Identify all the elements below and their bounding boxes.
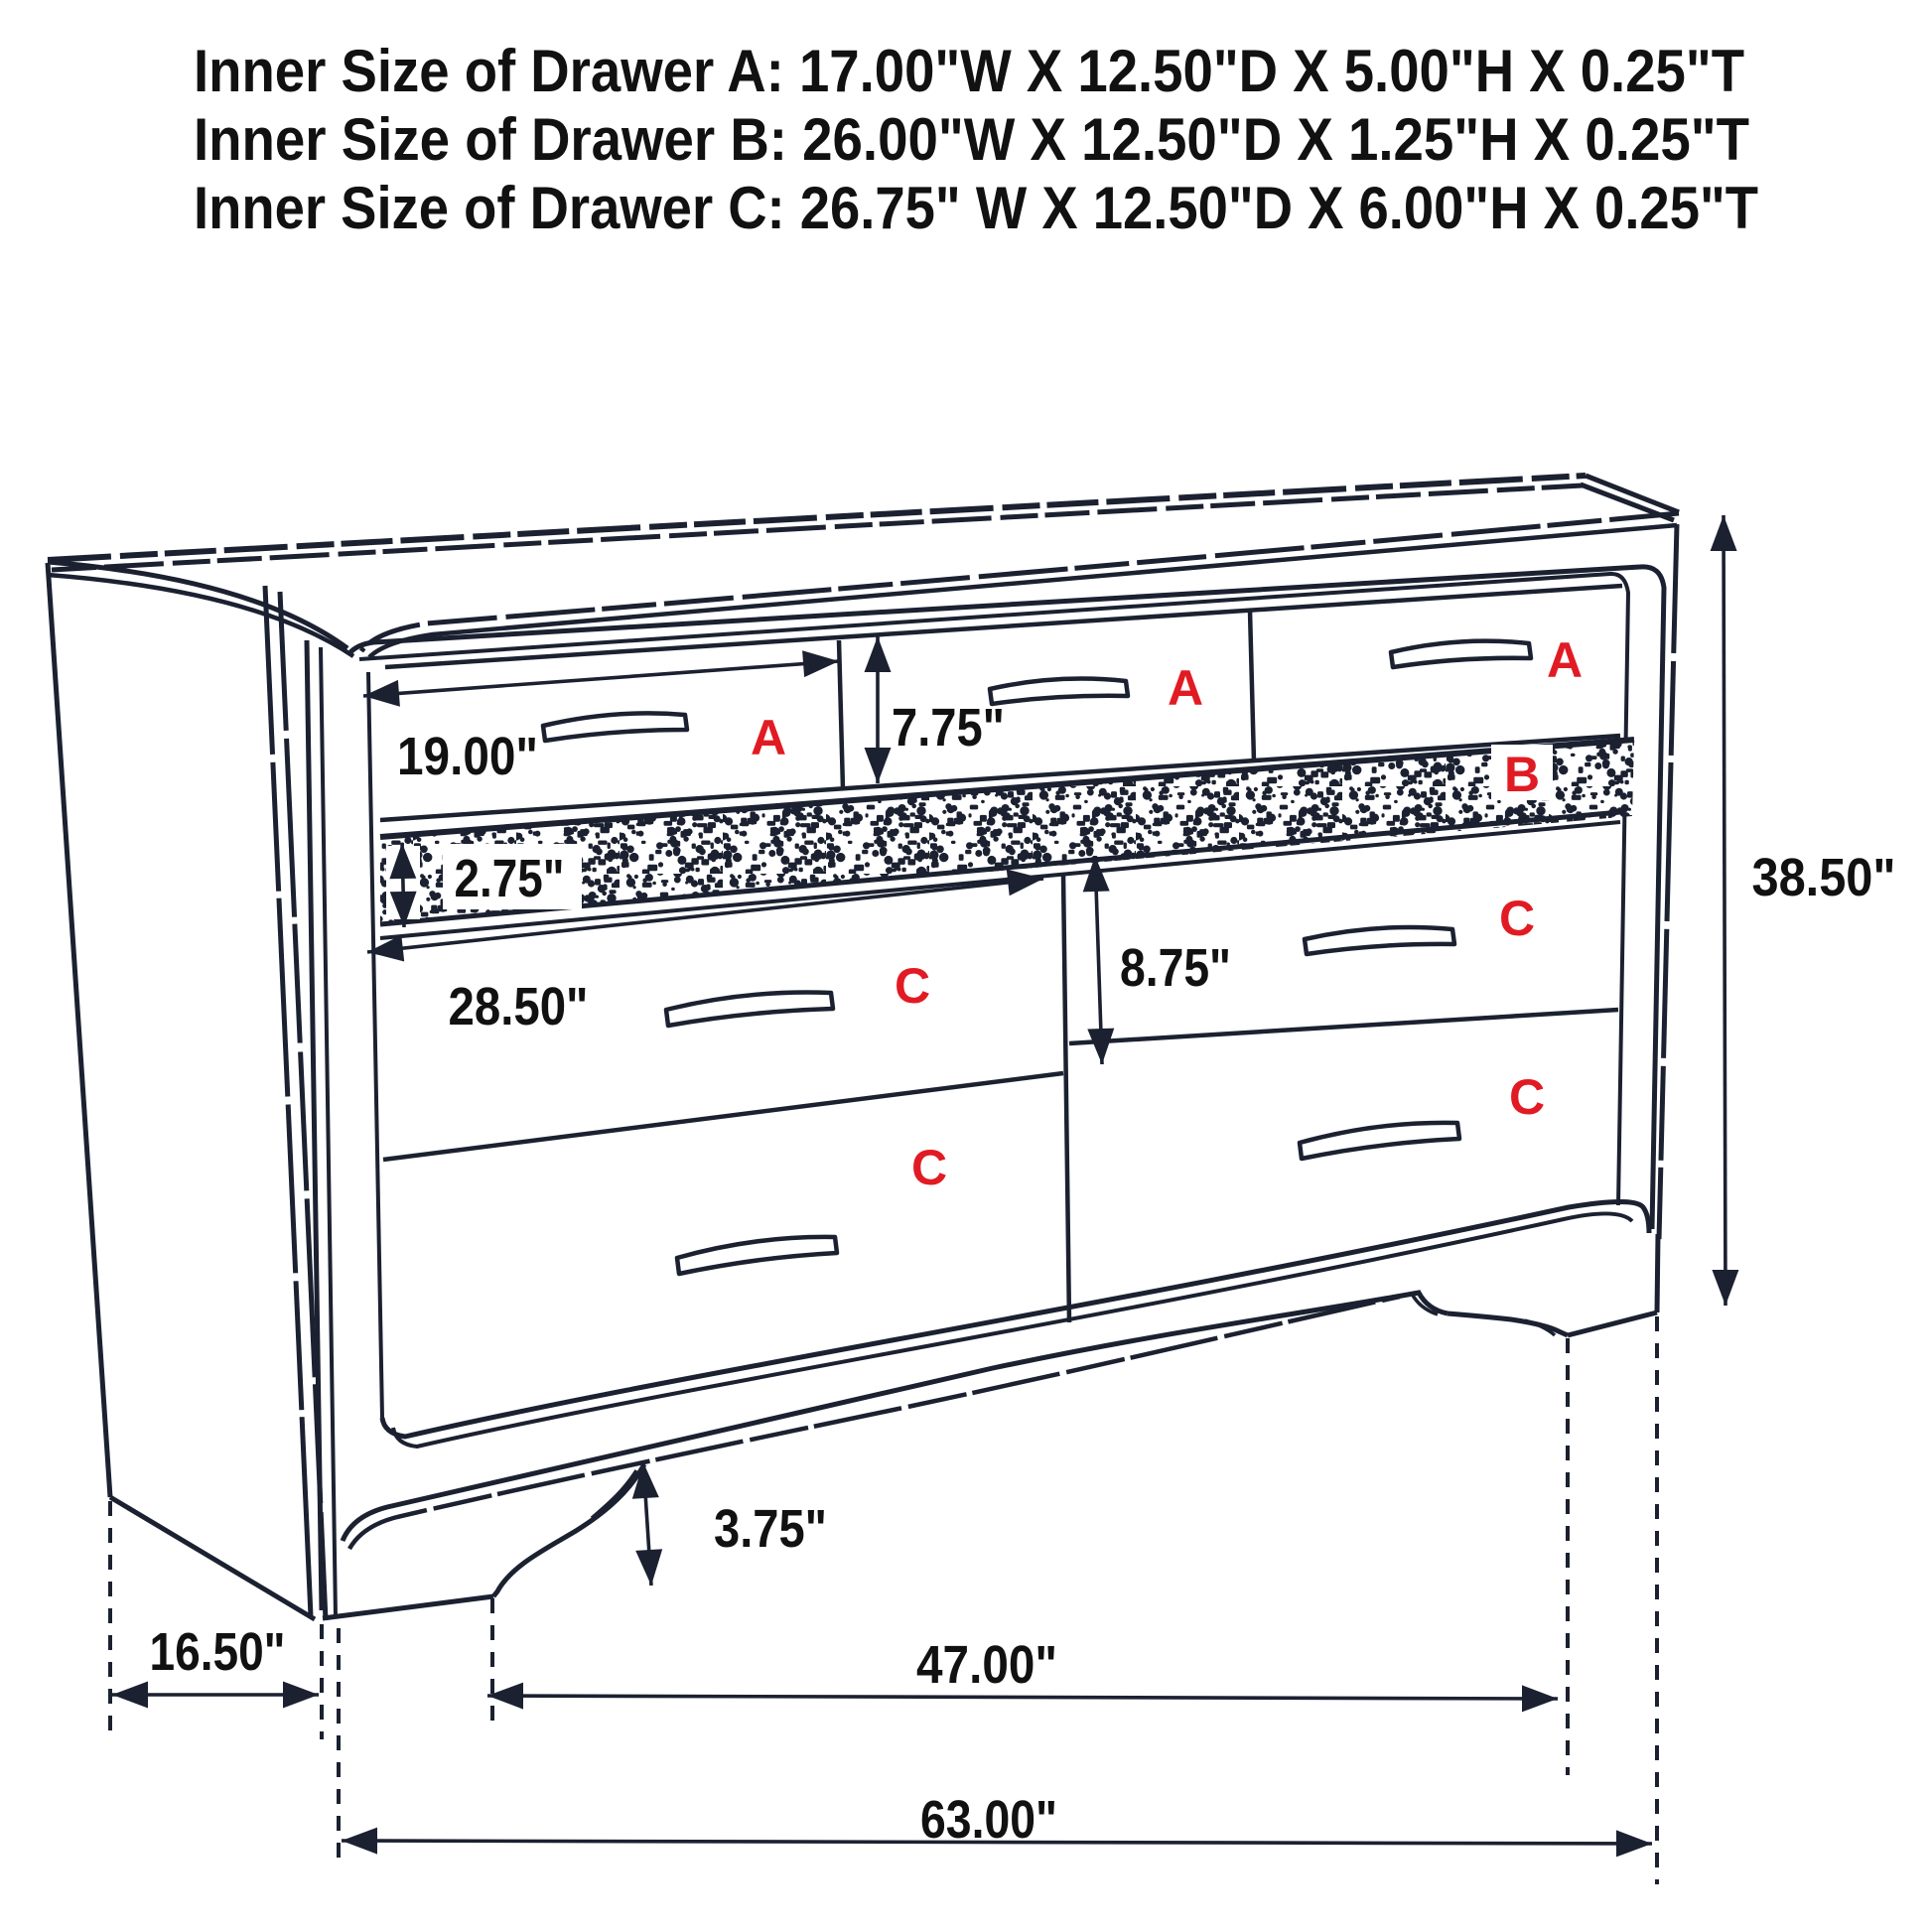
svg-text:19.00": 19.00" (397, 727, 538, 786)
svg-text:16.50": 16.50" (150, 1622, 286, 1682)
svg-text:A: A (1168, 660, 1203, 716)
svg-text:63.00": 63.00" (920, 1790, 1057, 1850)
svg-text:Inner Size of Drawer C: 26.75": Inner Size of Drawer C: 26.75" W X 12.50… (194, 175, 1758, 241)
svg-text:B: B (1504, 747, 1540, 802)
svg-text:Inner Size of Drawer B: 26.00": Inner Size of Drawer B: 26.00"W X 12.50"… (194, 106, 1749, 173)
svg-text:3.75": 3.75" (714, 1499, 827, 1559)
svg-text:47.00": 47.00" (916, 1635, 1057, 1695)
svg-text:A: A (1547, 632, 1583, 688)
svg-text:38.50": 38.50" (1752, 848, 1896, 907)
svg-text:7.75": 7.75" (892, 698, 1005, 758)
svg-text:Inner Size of Drawer A: 17.00": Inner Size of Drawer A: 17.00"W X 12.50"… (194, 38, 1744, 104)
svg-text:A: A (751, 710, 786, 765)
svg-text:C: C (911, 1140, 947, 1195)
svg-text:C: C (895, 958, 930, 1014)
svg-text:C: C (1509, 1069, 1545, 1125)
svg-text:8.75": 8.75" (1120, 938, 1231, 998)
svg-text:C: C (1499, 891, 1535, 946)
svg-text:28.50": 28.50" (449, 977, 589, 1036)
svg-text:2.75": 2.75" (455, 849, 565, 908)
